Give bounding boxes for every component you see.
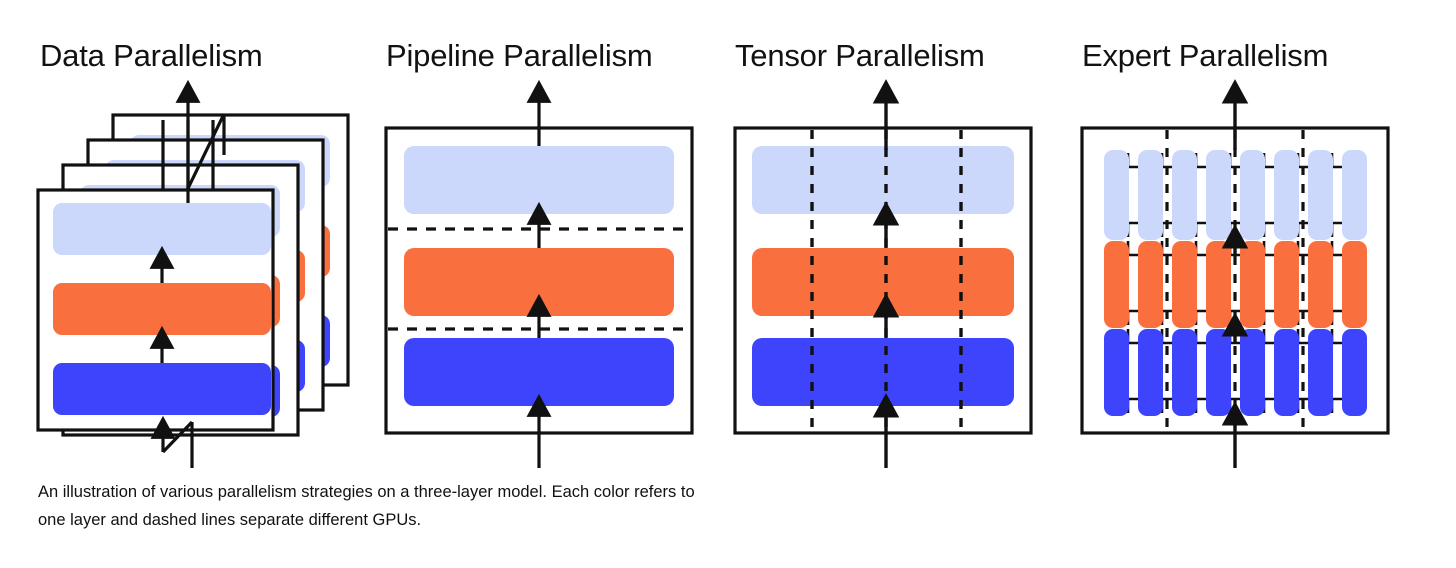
tensor-layer-top bbox=[752, 146, 1014, 214]
pipeline-gpu-separators bbox=[388, 227, 690, 331]
expert-middle-blocks bbox=[1104, 241, 1367, 328]
figure-caption: An illustration of various parallelism s… bbox=[38, 478, 938, 534]
tensor-layer-bottom bbox=[752, 338, 1014, 406]
expert-bottom-blocks bbox=[1104, 329, 1367, 416]
panel-pipeline-parallelism bbox=[384, 79, 694, 468]
data-parallelism-input-splitter bbox=[150, 415, 194, 468]
caption-line-2: one layer and dashed lines separate diff… bbox=[38, 511, 422, 529]
expert-gpu-separators bbox=[1165, 130, 1305, 431]
expert-layer-bottom bbox=[1104, 329, 1367, 416]
panel-title-expert-parallelism: Expert Parallelism bbox=[1082, 38, 1329, 73]
caption-line-1: An illustration of various parallelism s… bbox=[38, 483, 695, 501]
tensor-gpu-separators bbox=[810, 130, 963, 431]
panel-title-data-parallelism: Data Parallelism bbox=[40, 38, 263, 73]
pipeline-layer-bottom bbox=[404, 338, 674, 406]
panel-data-parallelism bbox=[36, 79, 350, 468]
panel-title-tensor-parallelism: Tensor Parallelism bbox=[735, 38, 985, 73]
expert-top-blocks bbox=[1104, 150, 1367, 240]
expert-layer-top bbox=[1104, 150, 1367, 240]
replica1-layer-top bbox=[53, 203, 271, 255]
pipeline-layer-middle bbox=[404, 248, 674, 316]
tensor-layer-middle bbox=[752, 248, 1014, 316]
panel-title-pipeline-parallelism: Pipeline Parallelism bbox=[386, 38, 653, 73]
replica-card-1 bbox=[36, 188, 275, 432]
pipeline-layer-top bbox=[404, 146, 674, 214]
replica1-layer-bottom bbox=[53, 363, 271, 415]
replica1-layer-middle bbox=[53, 283, 271, 335]
panel-expert-parallelism bbox=[1080, 79, 1390, 468]
panel-tensor-parallelism bbox=[733, 79, 1033, 468]
